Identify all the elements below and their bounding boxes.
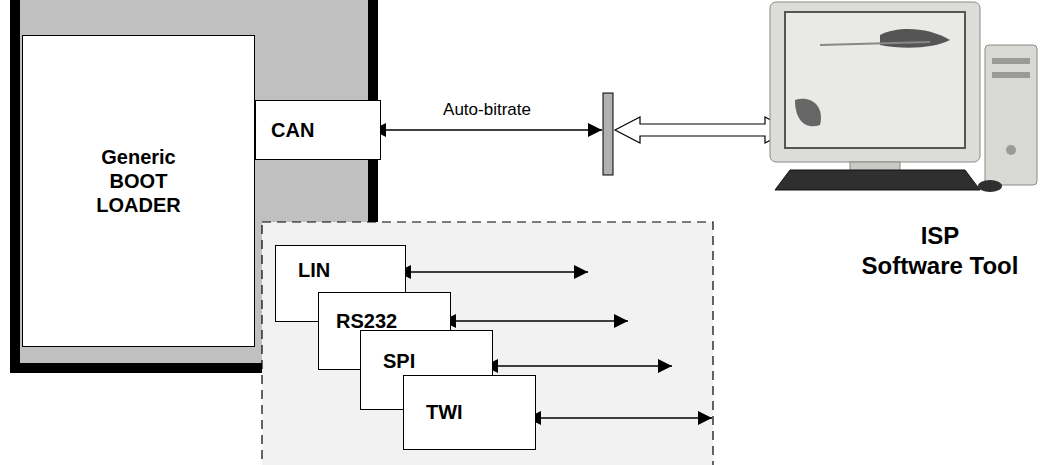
interface-box: TWI [403, 375, 536, 450]
optional-region [262, 222, 713, 465]
link-label: Auto-bitrate [443, 100, 531, 120]
connector-bar [603, 93, 613, 175]
computer-illustration [770, 2, 1037, 192]
interface-name: Generic BOOT LOADER [74, 145, 204, 217]
interface-name: LIN [298, 258, 405, 282]
rs232-arrow [442, 320, 628, 321]
spi-arrow [484, 365, 672, 366]
lin-arrow [397, 271, 588, 272]
interface-box: CAN [255, 100, 381, 160]
can-link [372, 129, 602, 131]
interface-name: CAN [271, 118, 380, 142]
interface-name: RS232 [336, 309, 450, 333]
interface-name: SPI [383, 349, 492, 373]
twi-arrow [527, 417, 712, 418]
tool-label: Software Tool [862, 252, 1019, 280]
bootloader-box: Generic BOOT LOADER [22, 35, 255, 347]
interface-name: TWI [426, 400, 535, 424]
tool-label: ISP [921, 222, 960, 250]
hollow-arrow [615, 117, 790, 143]
